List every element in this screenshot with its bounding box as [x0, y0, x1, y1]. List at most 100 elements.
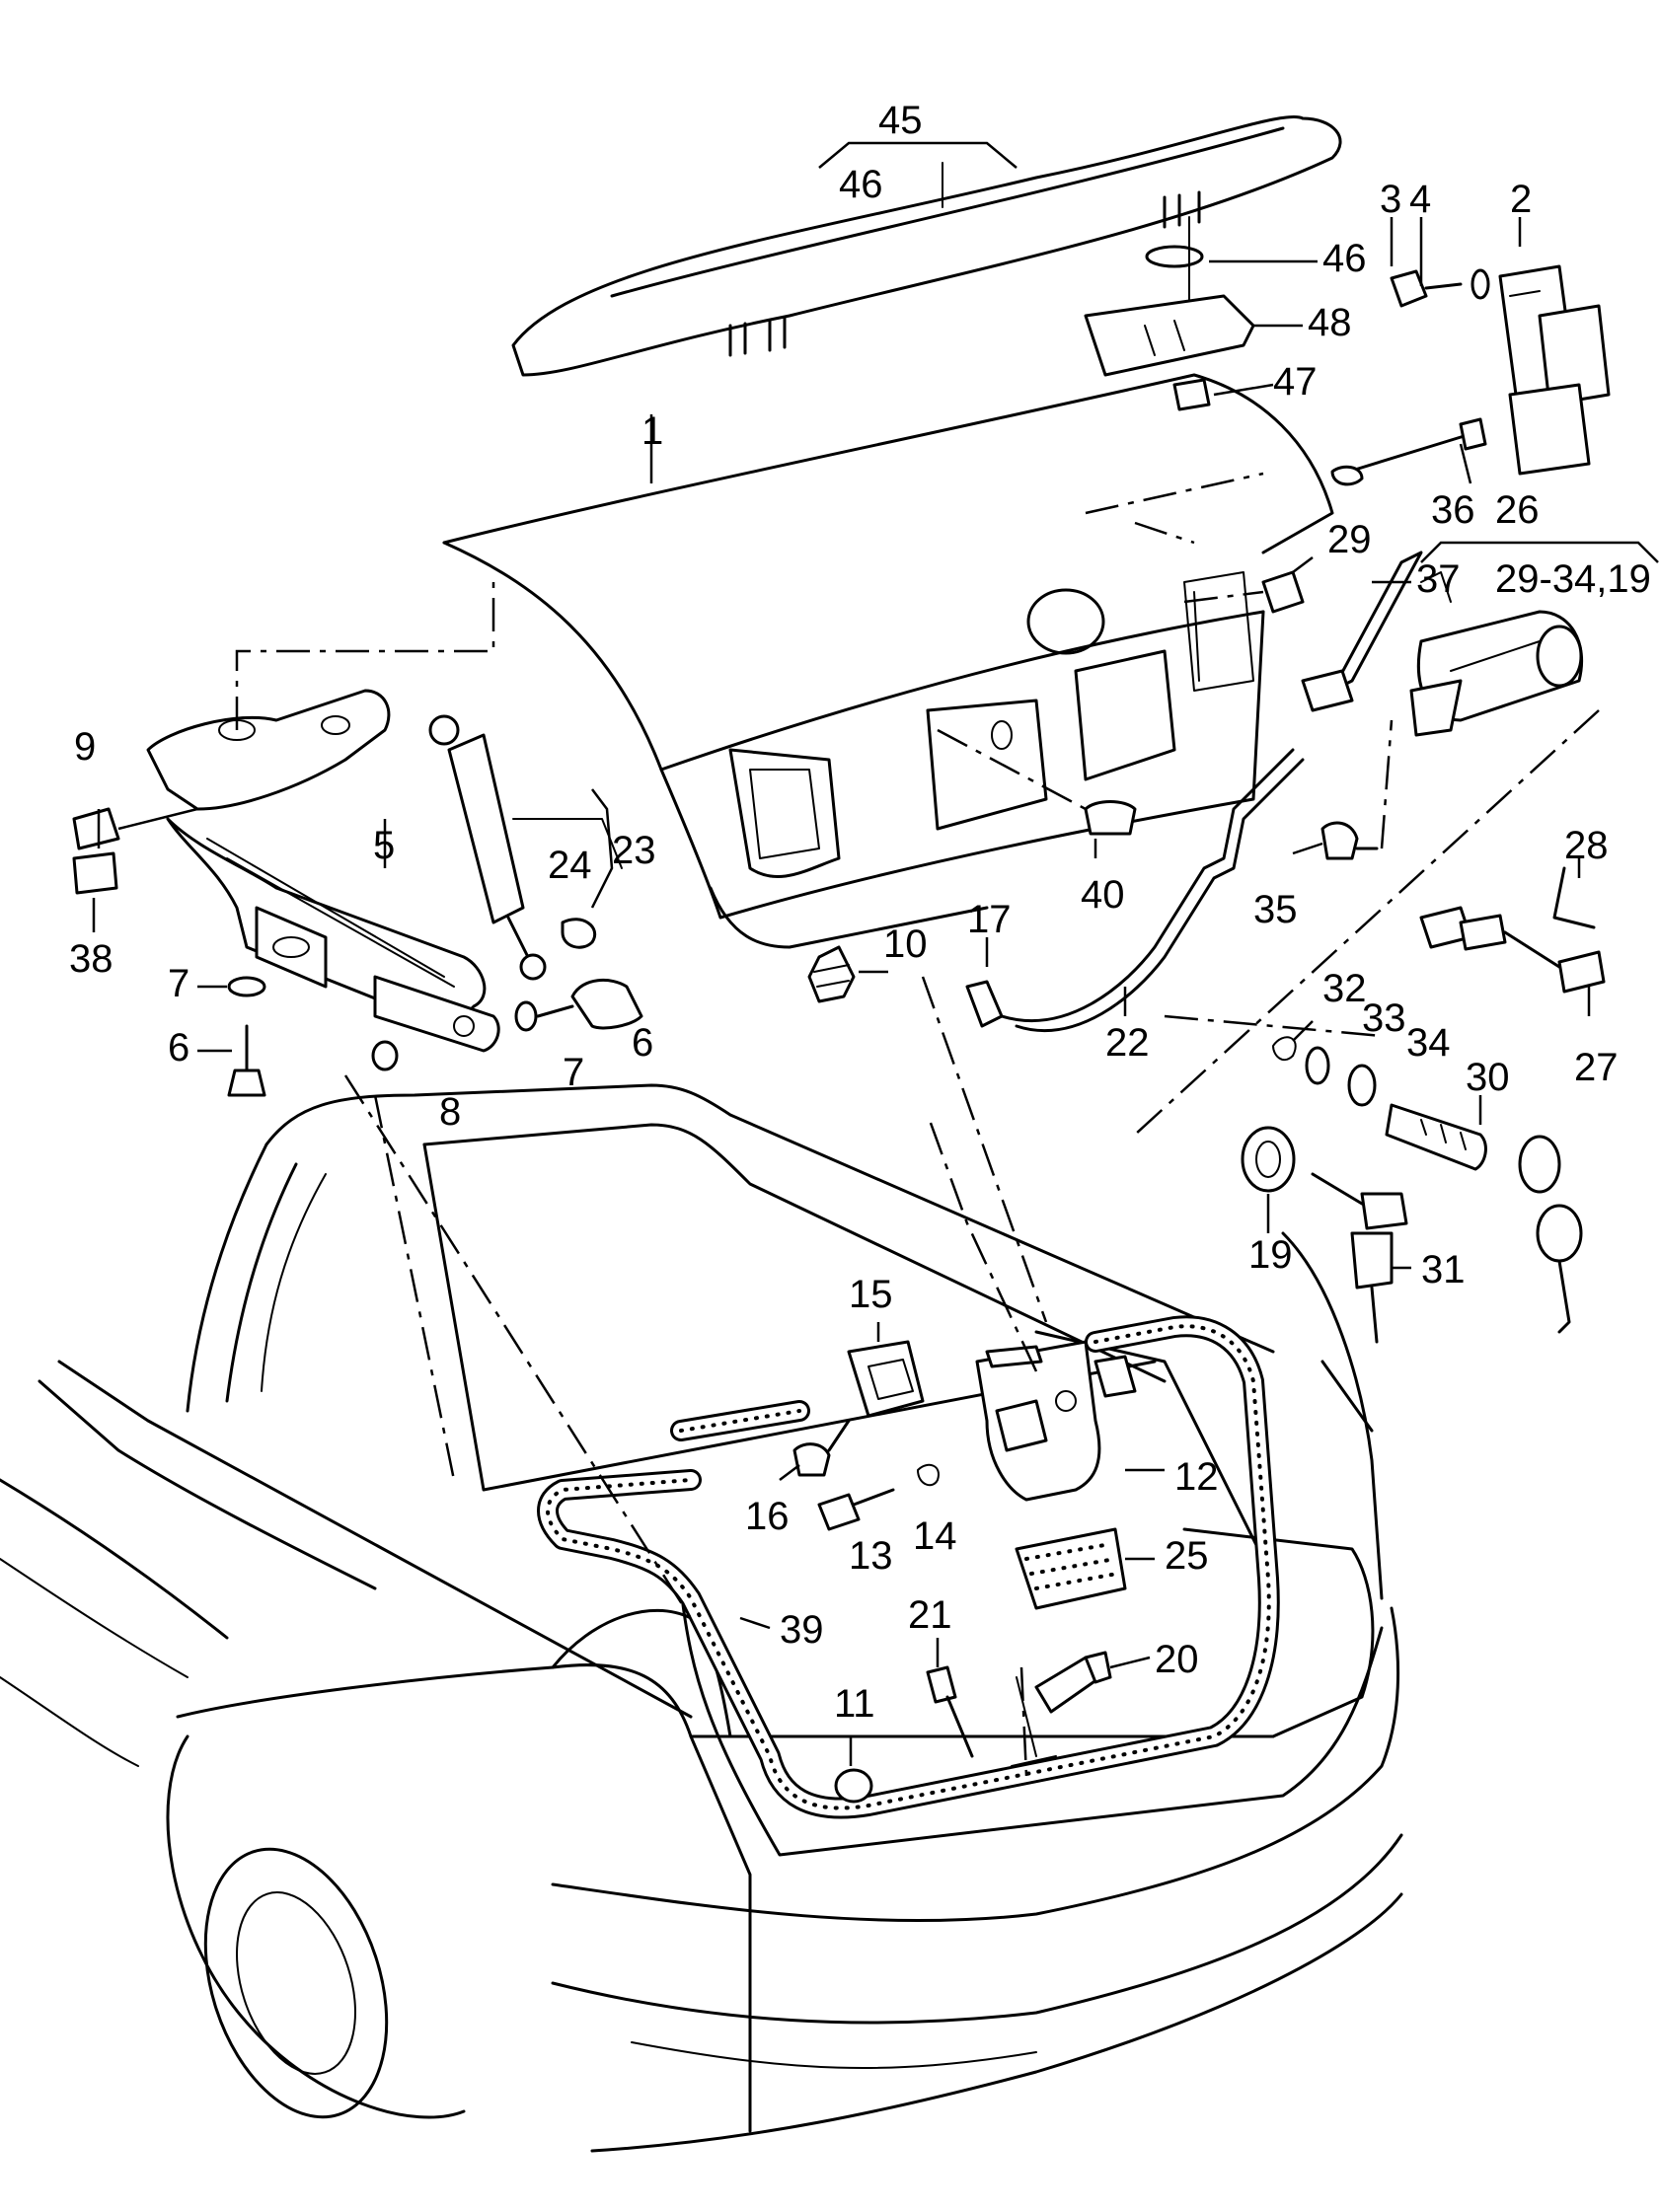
label-15: 15	[849, 1273, 893, 1316]
roof-line	[264, 1083, 1275, 1354]
leader-20	[1109, 1656, 1151, 1669]
spoiler-studs-right	[1163, 190, 1201, 229]
seal-34	[1347, 1064, 1377, 1107]
label-11: 11	[834, 1682, 875, 1726]
label-9: 9	[74, 725, 96, 769]
side-glass-edge	[261, 1173, 327, 1392]
label-37: 37	[1416, 557, 1461, 601]
washer-33	[1305, 1046, 1330, 1085]
wheel-hub	[236, 1891, 356, 2075]
c-pillar-inner	[225, 1162, 298, 1403]
lid-lower-edge	[709, 886, 989, 949]
side-crease	[38, 1379, 377, 1590]
inner-panel-far	[1183, 571, 1254, 692]
hinge-arm-ribs	[206, 838, 455, 988]
grommet	[965, 980, 1004, 1028]
hinge-lower-plate	[255, 906, 328, 989]
label-38: 38	[69, 937, 113, 981]
label-16: 16	[745, 1495, 790, 1538]
washer-8	[371, 1040, 399, 1071]
key-blade-31a	[1311, 1172, 1364, 1206]
lock-lever	[1330, 551, 1423, 693]
bolt-6-head	[570, 978, 643, 1030]
lid-top-edge	[442, 373, 1334, 554]
lid-rear-face	[659, 610, 1265, 920]
bolt-13-shank	[852, 1488, 895, 1507]
lock-dash	[1134, 709, 1600, 1136]
taillight-right	[1182, 1527, 1375, 1738]
hinge-hole-2	[321, 715, 350, 735]
bezel-19	[1241, 1126, 1296, 1193]
leader-35	[1292, 842, 1323, 855]
spoiler-studs-left	[728, 316, 787, 357]
connector-27	[1557, 950, 1606, 994]
hinge-dash-line	[235, 582, 495, 730]
cylinder-pins	[1420, 1119, 1467, 1150]
lock-cylinder-face	[1536, 625, 1583, 688]
latch-tab	[1093, 1355, 1137, 1398]
car-body	[0, 1083, 1403, 2153]
bumper-bottom	[590, 1892, 1403, 2153]
label-48: 48	[1308, 301, 1352, 344]
clip-29	[1261, 570, 1305, 614]
label-23: 23	[612, 829, 656, 872]
label-33: 33	[1362, 996, 1406, 1040]
cable-dash	[921, 976, 1048, 1323]
label-10: 10	[883, 922, 928, 966]
lid-surface	[442, 541, 1265, 772]
rear-spoiler	[511, 114, 1342, 377]
seal-dots	[546, 1324, 1271, 1810]
bumper-strip	[631, 2041, 1037, 2070]
spoiler-body	[511, 114, 1342, 377]
spoiler-crease	[610, 126, 1285, 298]
clip-29-dash	[1183, 590, 1264, 604]
label-46: 46	[1322, 237, 1367, 280]
bracket-lower	[1508, 383, 1591, 476]
seal-top-left-inner	[673, 1403, 807, 1438]
release-cable-outer	[1015, 758, 1305, 1033]
inner-panel-right	[1074, 649, 1176, 781]
plug-dash	[937, 728, 1087, 811]
actuator-face	[867, 1359, 914, 1400]
label-28: 28	[1564, 824, 1609, 867]
label-20: 20	[1155, 1638, 1199, 1681]
pad-25	[1015, 1527, 1127, 1610]
rear-right-pillar	[1281, 1231, 1384, 1600]
clip	[72, 851, 118, 895]
label-3: 3	[1380, 178, 1401, 221]
key-31-head	[1360, 1192, 1408, 1230]
rear-window-frame	[422, 1143, 1157, 1492]
hinge-slot	[272, 936, 310, 958]
lid-dashed-line-2	[1134, 521, 1195, 545]
leader-47	[1213, 383, 1274, 397]
bolt-3	[1390, 269, 1428, 308]
label-35: 35	[1253, 888, 1298, 931]
label-4: 4	[1409, 178, 1431, 221]
leader-32	[1292, 1020, 1314, 1042]
label-47: 47	[1273, 360, 1318, 404]
label-2: 2	[1510, 178, 1532, 221]
label-7-left: 7	[168, 962, 189, 1005]
bracket-48	[1084, 294, 1255, 377]
label-1: 1	[641, 409, 663, 453]
label-13: 13	[849, 1534, 893, 1578]
lock-rod-eye	[1330, 465, 1364, 486]
label-31: 31	[1421, 1248, 1466, 1291]
bezel-hole	[1255, 1141, 1281, 1178]
washer-7-left	[227, 976, 266, 997]
key-head-2	[1536, 1204, 1583, 1263]
bumper-mid	[551, 1833, 1403, 2025]
plug-11	[834, 1768, 873, 1804]
bolt-35	[1320, 821, 1359, 860]
bushing-16	[792, 1442, 831, 1477]
label-46-top: 46	[839, 163, 883, 206]
control-unit	[1538, 304, 1611, 406]
connector-body	[1459, 914, 1507, 951]
hinge-mount	[373, 975, 500, 1053]
bolt-6-shank	[536, 1004, 574, 1018]
washer-7-right	[514, 1000, 538, 1032]
label-29: 29	[1327, 518, 1372, 561]
brace-23	[590, 788, 614, 909]
release-cable	[1000, 748, 1295, 1022]
